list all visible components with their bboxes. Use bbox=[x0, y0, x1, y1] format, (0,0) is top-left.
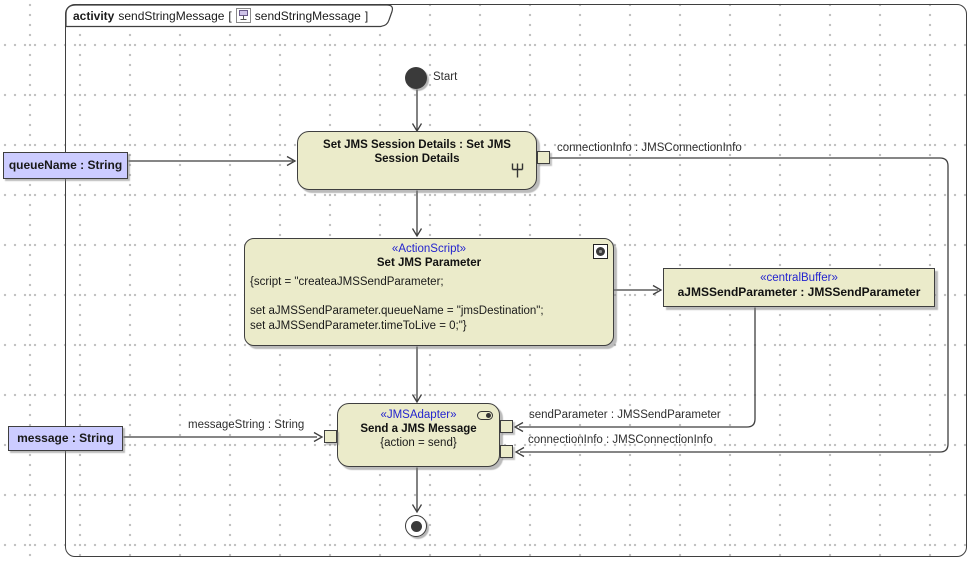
frame-diagram-name: sendStringMessage bbox=[254, 8, 361, 23]
activity-parameter-queue-name[interactable]: queueName : String bbox=[3, 152, 128, 179]
edge-send-parameter[interactable] bbox=[519, 307, 756, 428]
arrowhead-right-1 bbox=[286, 155, 297, 167]
gear-icon bbox=[593, 244, 608, 259]
initial-node[interactable] bbox=[405, 67, 427, 89]
action-set-jms-session-details[interactable]: Set JMS Session Details : Set JMS Sessio… bbox=[297, 131, 537, 190]
activity-diagram-icon bbox=[235, 8, 251, 23]
rake-icon bbox=[511, 162, 524, 184]
pin-connection-info-in[interactable] bbox=[500, 445, 513, 458]
action-set-jms-parameter[interactable]: «ActionScript» Set JMS Parameter {script… bbox=[244, 238, 614, 346]
stereotype-actionscript: «ActionScript» bbox=[391, 243, 467, 255]
edge-label-message-string[interactable]: messageString : String bbox=[188, 419, 305, 431]
action-name: Set JMS Parameter bbox=[376, 257, 482, 269]
activity-final-node[interactable] bbox=[405, 515, 427, 537]
arrowhead-left-2 bbox=[513, 421, 524, 433]
edge-label-connection-info-bottom[interactable]: connectionInfo : JMSConnectionInfo bbox=[528, 434, 713, 446]
action-name: Send a JMS Message bbox=[360, 423, 477, 435]
stereotype-jmsadapter: «JMSAdapter» bbox=[380, 409, 457, 421]
frame-header[interactable]: activity sendStringMessage [ sendStringM… bbox=[73, 7, 368, 24]
stereotype-centralbuffer: «centralBuffer» bbox=[760, 272, 838, 284]
action-script-body: {script = "createaJMSSendParameter; set … bbox=[245, 275, 613, 333]
frame-open-bracket: [ bbox=[228, 8, 232, 23]
script-line bbox=[250, 290, 613, 305]
arrowhead-right-2 bbox=[652, 284, 663, 296]
script-line: set aJMSSendParameter.timeToLive = 0;"} bbox=[250, 319, 467, 332]
action-send-jms-message[interactable]: «JMSAdapter» Send a JMS Message {action … bbox=[337, 403, 500, 467]
arrowhead-down-4 bbox=[411, 504, 423, 514]
buffer-name: aJMSSendParameter : JMSSendParameter bbox=[677, 285, 921, 299]
initial-node-label: Start bbox=[433, 71, 458, 83]
pin-connection-info-out[interactable] bbox=[537, 151, 550, 164]
activity-parameter-message[interactable]: message : String bbox=[8, 426, 123, 451]
adapter-icon bbox=[477, 411, 493, 420]
arrowhead-down-2 bbox=[411, 228, 423, 238]
arrowhead-right-3 bbox=[313, 431, 324, 443]
pin-send-parameter-in[interactable] bbox=[500, 420, 513, 433]
edge-label-send-parameter[interactable]: sendParameter : JMSSendParameter bbox=[529, 409, 721, 421]
script-line: {script = "createaJMSSendParameter; bbox=[250, 276, 444, 288]
frame-keyword: activity bbox=[73, 8, 115, 23]
arrowhead-left-1 bbox=[514, 446, 525, 458]
activity-frame bbox=[65, 4, 967, 557]
edge-connection-info[interactable] bbox=[520, 157, 949, 453]
pin-message-in[interactable] bbox=[324, 430, 337, 443]
action-constraint: {action = send} bbox=[380, 437, 457, 449]
edge-label-connection-info-top[interactable]: connectionInfo : JMSConnectionInfo bbox=[557, 142, 742, 154]
frame-tab-shape bbox=[65, 4, 394, 28]
final-node-dot bbox=[410, 520, 422, 532]
frame-close-bracket: ] bbox=[364, 8, 369, 23]
script-line: set aJMSSendParameter.queueName = "jmsDe… bbox=[250, 305, 544, 317]
action-name: Set JMS Session Details : Set JMS Sessio… bbox=[323, 139, 511, 165]
arrowhead-down-3 bbox=[411, 394, 423, 404]
central-buffer-ajmssendparameter[interactable]: «centralBuffer» aJMSSendParameter : JMSS… bbox=[663, 268, 935, 307]
frame-activity-name: sendStringMessage bbox=[118, 8, 225, 23]
